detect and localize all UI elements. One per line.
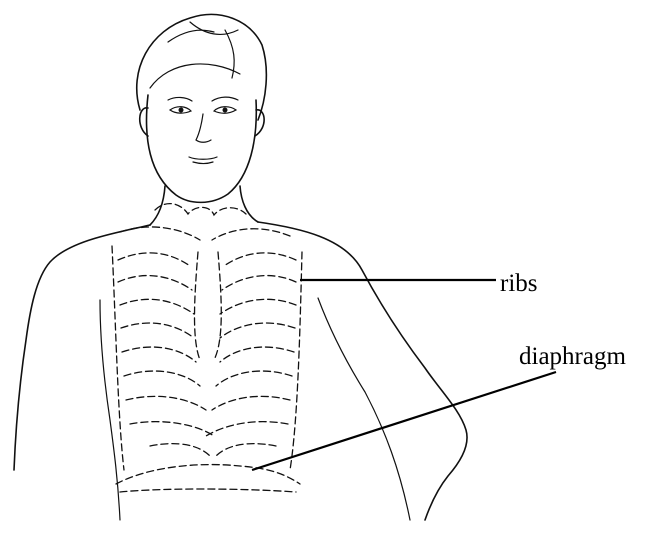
body-outline [14,186,467,520]
diaphragm-label: diaphragm [519,344,626,369]
hair [137,14,267,120]
diaphragm-outline [116,465,300,492]
ribs-label: ribs [500,271,538,296]
ribcage [112,204,302,470]
head [140,95,264,202]
